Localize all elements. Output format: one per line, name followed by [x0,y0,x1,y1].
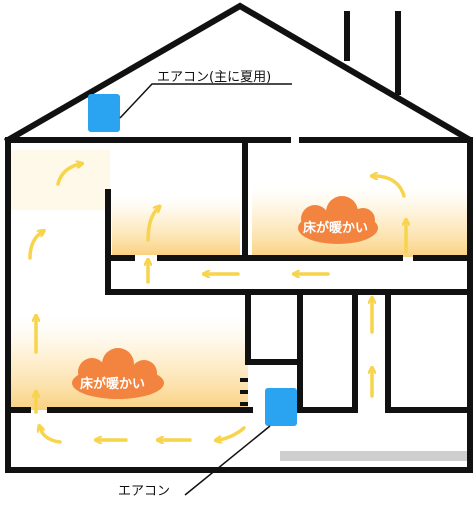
house-walls [3,2,473,473]
curved-arrow-icon [374,176,406,198]
curved-arrow-icon [40,428,62,444]
ac-top-leader-line [119,83,292,119]
warm-air-zones [10,150,467,410]
curved-arrow-icon [56,164,80,186]
curved-arrow-icon [218,426,246,440]
curved-arrow-icon [28,232,42,260]
ac-bottom-leader-line [184,425,271,496]
curved-arrow-icon [146,208,158,242]
vent-slats [240,378,248,406]
warm-floor-label-upper: 床が暖かい [303,221,369,236]
ground-floor-strip [280,451,470,461]
air-conditioner-icon [265,388,297,426]
airflow-arrows [28,164,406,444]
warm-floor-label-lower: 床が暖かい [80,377,146,392]
air-conditioner-icon [88,94,120,132]
cloud-icon [298,196,378,244]
cloud-icon [72,348,164,399]
ac-top-label: エアコン(主に夏用) [157,70,272,85]
ac-bottom-label: エアコン [118,484,171,499]
